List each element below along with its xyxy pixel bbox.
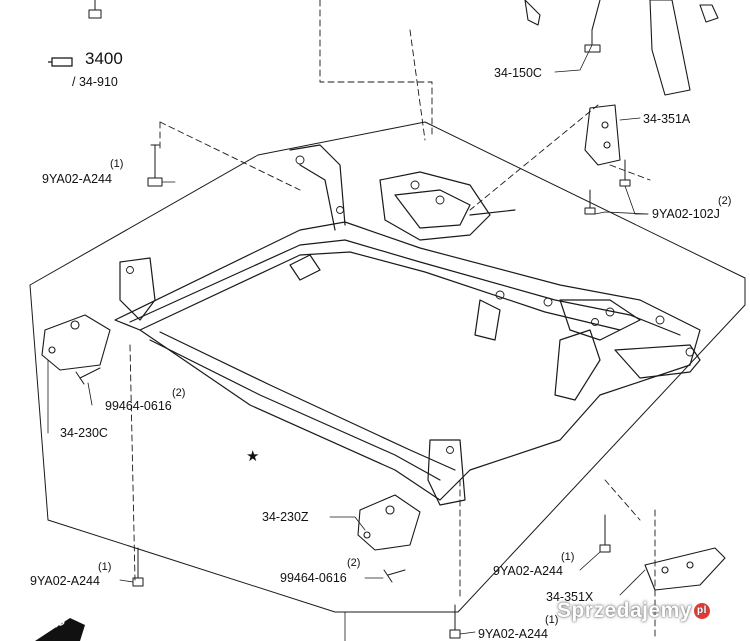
part-label-9ya02-a244-bottom[interactable]: 9YA02-A244 <box>478 627 548 641</box>
watermark-suffix: pl <box>694 603 710 620</box>
bracket-34-351x <box>644 547 726 591</box>
qty-9ya02-a244-bottom: (1) <box>545 614 559 626</box>
mount-bracket-left <box>41 314 111 371</box>
part-label-9ya02-a244-bottom-left[interactable]: 9YA02-A244 <box>30 574 100 588</box>
part-label-34-230c[interactable]: 34-230C <box>60 426 108 440</box>
assembly-star-marker: ★ <box>246 448 260 465</box>
part-label-34-351a[interactable]: 34-351A <box>643 112 691 126</box>
fwd-arrow <box>35 618 85 641</box>
ref-label-34-910[interactable]: / 34-910 <box>72 75 118 89</box>
qty-99464-0616-left: (2) <box>172 387 186 399</box>
bolts <box>75 0 631 639</box>
part-label-9ya02-102j[interactable]: 9YA02-102J <box>652 207 720 221</box>
part-label-9ya02-a244-bottom-right[interactable]: 9YA02-A244 <box>493 564 563 578</box>
qty-9ya02-a244-bottom-right: (1) <box>561 551 575 563</box>
dashed-leaders <box>129 0 656 641</box>
bracket-34-351a <box>584 104 621 166</box>
part-label-9ya02-a244-top-left[interactable]: 9YA02-A244 <box>42 172 112 186</box>
part-label-99464-0616-bottom[interactable]: 99464-0616 <box>280 571 347 585</box>
part-label-34-230z[interactable]: 34-230Z <box>262 510 309 524</box>
subframe-crossmember <box>114 144 701 506</box>
qty-9ya02-102j: (2) <box>718 195 732 207</box>
bolt-holes <box>126 155 695 454</box>
qty-9ya02-a244-bottom-left: (1) <box>98 561 112 573</box>
assembly-outline <box>29 121 746 613</box>
strut-partial <box>524 0 719 96</box>
part-label-34-150c[interactable]: 34-150C <box>494 66 542 80</box>
leader-lines <box>47 44 649 641</box>
ref-label-3400[interactable]: 3400 <box>85 49 123 68</box>
part-label-34-351x[interactable]: 34-351X <box>546 590 594 604</box>
qty-9ya02-a244-top-left: (1) <box>110 158 124 170</box>
watermark-text: Sprzedajemy <box>556 599 692 622</box>
reference-icon <box>48 57 73 67</box>
qty-99464-0616-bottom: (2) <box>347 557 361 569</box>
mount-bracket-bottom <box>357 494 421 551</box>
part-label-99464-0616-left[interactable]: 99464-0616 <box>105 399 172 413</box>
